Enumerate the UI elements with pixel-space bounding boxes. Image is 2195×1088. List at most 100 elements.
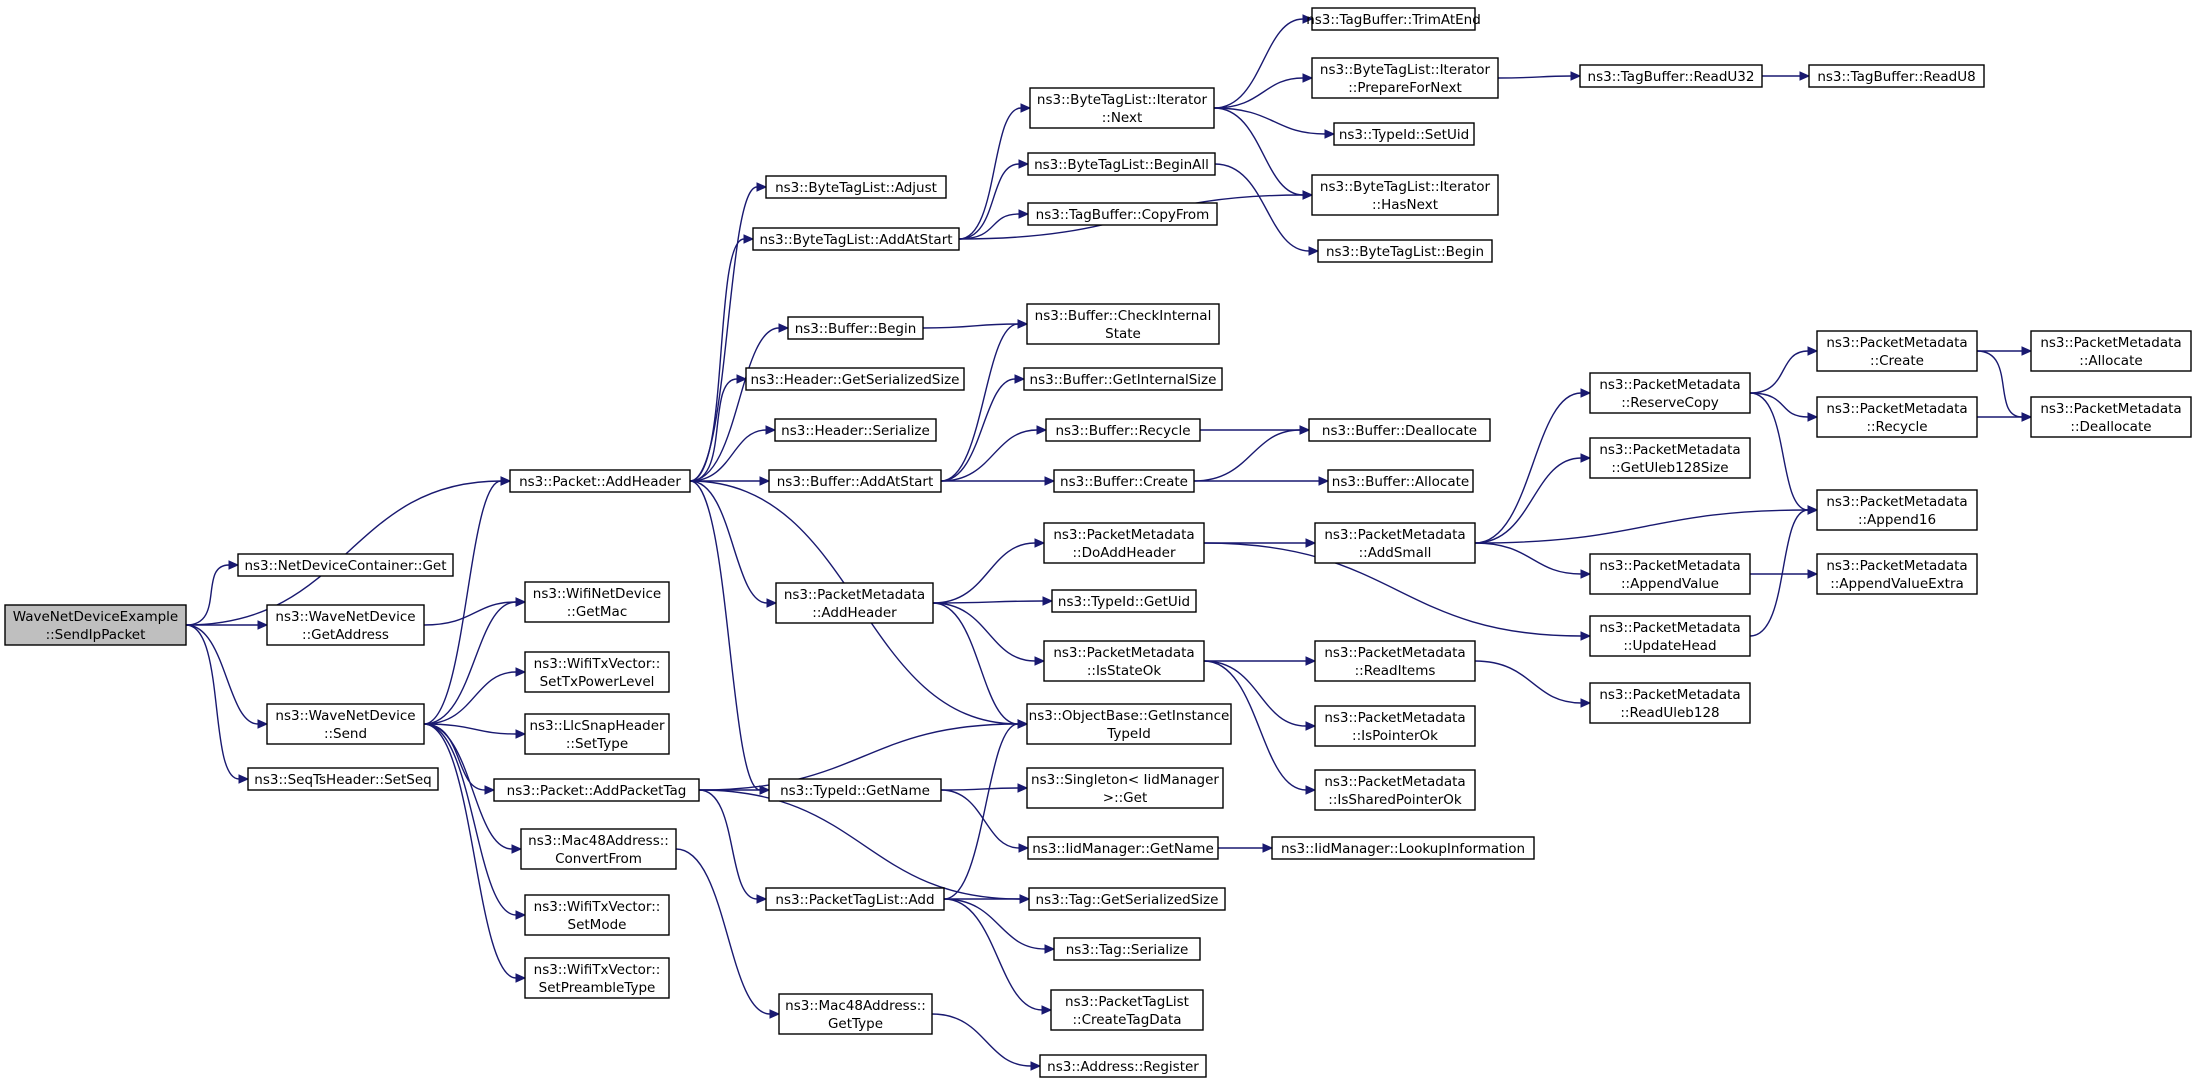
node-label: ::IsSharedPointerOk xyxy=(1328,792,1462,808)
node-ns3-mac48address-convertfrom[interactable]: ns3::Mac48Address::ConvertFrom xyxy=(520,828,677,870)
node-ns3-bytetaglist-iterator-preparefornext[interactable]: ns3::ByteTagList::Iterator::PrepareForNe… xyxy=(1311,57,1499,99)
node-ns3-wavenetdevice-getaddress[interactable]: ns3::WaveNetDevice::GetAddress xyxy=(266,604,425,646)
edge-n40-n42 xyxy=(1976,346,2033,356)
node-ns3-seqtsheader-setseq[interactable]: ns3::SeqTsHeader::SetSeq xyxy=(247,767,439,791)
node-ns3-packetmetadata-doaddheader[interactable]: ns3::PacketMetadata::DoAddHeader xyxy=(1043,522,1205,564)
node-ns3-buffer-getinternalsize[interactable]: ns3::Buffer::GetInternalSize xyxy=(1023,367,1223,391)
node-ns3-tagbuffer-trimatend[interactable]: ns3::TagBuffer::TrimAtEnd xyxy=(1306,7,1481,31)
node-label: ::Next xyxy=(1102,110,1143,126)
node-ns3-llcsnapheader-settype[interactable]: ns3::LlcSnapHeader::SetType xyxy=(524,713,670,755)
node-box xyxy=(1027,836,1219,860)
node-ns3-packetmetadata-create[interactable]: ns3::PacketMetadata::Create xyxy=(1816,330,1978,372)
node-box xyxy=(1026,703,1232,745)
node-ns3-bytetaglist-iterator-hasnext[interactable]: ns3::ByteTagList::Iterator::HasNext xyxy=(1311,174,1499,216)
node-ns3-header-getserializedsize[interactable]: ns3::Header::GetSerializedSize xyxy=(745,367,965,391)
node-ns3-wavenetdevice-send[interactable]: ns3::WaveNetDevice::Send xyxy=(266,703,425,745)
node-ns3-iidmanager-getname[interactable]: ns3::IidManager::GetName xyxy=(1027,836,1219,860)
node-ns3-packetmetadata-append16[interactable]: ns3::PacketMetadata::Append16 xyxy=(1816,489,1978,531)
node-ns3-mac48address-gettype[interactable]: ns3::Mac48Address::GetType xyxy=(778,993,933,1035)
node-ns3-packetmetadata-allocate[interactable]: ns3::PacketMetadata::Allocate xyxy=(2030,330,2192,372)
node-ns3-packetmetadata-ispointerok[interactable]: ns3::PacketMetadata::IsPointerOk xyxy=(1314,705,1476,747)
node-label: SetPreambleType xyxy=(539,980,656,996)
node-ns3-packetmetadata-recycle[interactable]: ns3::PacketMetadata::Recycle xyxy=(1816,396,1978,438)
node-box xyxy=(1311,7,1476,31)
node-ns3-packetmetadata-getuleb128size[interactable]: ns3::PacketMetadata::GetUleb128Size xyxy=(1589,437,1751,479)
edge-n11-n25 xyxy=(940,319,1029,482)
node-ns3-bytetaglist-addatstart[interactable]: ns3::ByteTagList::AddAtStart xyxy=(752,227,960,251)
node-label: ns3::LlcSnapHeader xyxy=(529,718,665,734)
node-ns3-packetmetadata-appendvalueextra[interactable]: ns3::PacketMetadata::AppendValueExtra xyxy=(1816,553,1978,595)
node-ns3-packetmetadata-addheader[interactable]: ns3::PacketMetadata::AddHeader xyxy=(775,582,934,624)
node-ns3-tag-getserializedsize[interactable]: ns3::Tag::GetSerializedSize xyxy=(1028,887,1226,911)
edge-n0-n1 xyxy=(185,476,512,626)
node-label: ns3::IidManager::LookupInformation xyxy=(1281,841,1525,857)
node-label: ns3::Buffer::Begin xyxy=(795,321,917,337)
node-ns3-wifinetdevice-getmac[interactable]: ns3::WifiNetDevice::GetMac xyxy=(524,581,670,623)
node-label: ns3::PacketMetadata xyxy=(1599,620,1740,636)
node-ns3-address-register[interactable]: ns3::Address::Register xyxy=(1039,1054,1207,1078)
node-ns3-typeid-getuid[interactable]: ns3::TypeId::GetUid xyxy=(1051,589,1197,613)
node-box xyxy=(745,367,965,391)
node-ns3-packetmetadata-appendvalue[interactable]: ns3::PacketMetadata::AppendValue xyxy=(1589,553,1751,595)
node-box xyxy=(1589,372,1751,414)
node-ns3-header-serialize[interactable]: ns3::Header::Serialize xyxy=(774,418,937,442)
node-ns3-bytetaglist-iterator-next[interactable]: ns3::ByteTagList::Iterator::Next xyxy=(1029,87,1215,129)
node-ns3-packetmetadata-addsmall[interactable]: ns3::PacketMetadata::AddSmall xyxy=(1314,522,1476,564)
edge-n1-n8 xyxy=(689,323,790,482)
node-ns3-buffer-addatstart[interactable]: ns3::Buffer::AddAtStart xyxy=(768,469,942,493)
edge-n33-n45 xyxy=(1204,656,1317,666)
node-label: ns3::TagBuffer::ReadU32 xyxy=(1588,69,1755,85)
node-label: ::AppendValue xyxy=(1621,576,1719,592)
node-box xyxy=(1050,989,1204,1031)
node-label: SetTxPowerLevel xyxy=(540,674,655,690)
node-ns3-packetmetadata-issharedpointerok[interactable]: ns3::PacketMetadata::IsSharedPointerOk xyxy=(1314,769,1476,811)
node-ns3-singleton-iidmanager-get[interactable]: ns3::Singleton< IidManager >::Get xyxy=(1026,767,1224,809)
node-label: ::Deallocate xyxy=(2070,419,2151,435)
node-ns3-buffer-begin[interactable]: ns3::Buffer::Begin xyxy=(787,316,924,340)
node-ns3-bytetaglist-beginall[interactable]: ns3::ByteTagList::BeginAll xyxy=(1027,152,1216,176)
node-ns3-packet-addheader[interactable]: ns3::Packet::AddHeader xyxy=(509,469,691,493)
node-ns3-bytetaglist-begin[interactable]: ns3::ByteTagList::Begin xyxy=(1317,239,1493,263)
edge-n36-n41 xyxy=(1749,392,1819,422)
node-ns3-typeid-setuid[interactable]: ns3::TypeId::SetUid xyxy=(1333,122,1475,146)
node-ns3-tagbuffer-readu32[interactable]: ns3::TagBuffer::ReadU32 xyxy=(1579,64,1763,88)
node-ns3-netdevicecontainer-get[interactable]: ns3::NetDeviceContainer::Get xyxy=(237,553,454,577)
node-ns3-buffer-recycle[interactable]: ns3::Buffer::Recycle xyxy=(1045,418,1201,442)
node-ns3-iidmanager-lookupinformation[interactable]: ns3::IidManager::LookupInformation xyxy=(1271,836,1535,860)
node-ns3-typeid-getname[interactable]: ns3::TypeId::GetName xyxy=(768,778,942,802)
node-ns3-tag-serialize[interactable]: ns3::Tag::Serialize xyxy=(1053,937,1201,961)
node-ns3-packet-addpackettag[interactable]: ns3::Packet::AddPacketTag xyxy=(493,778,700,802)
edge-n36-n40 xyxy=(1749,346,1819,394)
node-ns3-buffer-create[interactable]: ns3::Buffer::Create xyxy=(1053,469,1195,493)
node-box xyxy=(237,553,454,577)
node-ns3-packetmetadata-isstateok[interactable]: ns3::PacketMetadata::IsStateOk xyxy=(1043,640,1205,682)
node-ns3-wifitxvector-setmode[interactable]: ns3::WifiTxVector::SetMode xyxy=(524,894,670,936)
node-ns3-packetmetadata-deallocate[interactable]: ns3::PacketMetadata::Deallocate xyxy=(2030,396,2192,438)
edge-n12-n32 xyxy=(932,596,1054,606)
node-label: WaveNetDeviceExample xyxy=(13,609,179,625)
node-wavenetdeviceexample-sendippacket[interactable]: WaveNetDeviceExample::SendIpPacket xyxy=(4,604,187,646)
node-ns3-bytetaglist-adjust[interactable]: ns3::ByteTagList::Adjust xyxy=(765,175,947,199)
node-label: ns3::ByteTagList::Adjust xyxy=(775,180,937,196)
node-label: ns3::ByteTagList::Begin xyxy=(1326,244,1484,260)
node-ns3-wifitxvector-settxpowerlevel[interactable]: ns3::WifiTxVector::SetTxPowerLevel xyxy=(524,651,670,693)
node-box xyxy=(1045,418,1201,442)
node-ns3-packetmetadata-updatehead[interactable]: ns3::PacketMetadata::UpdateHead xyxy=(1589,615,1751,657)
node-ns3-packetmetadata-readitems[interactable]: ns3::PacketMetadata::ReadItems xyxy=(1314,640,1476,682)
node-ns3-buffer-allocate[interactable]: ns3::Buffer::Allocate xyxy=(1327,469,1474,493)
node-ns3-tagbuffer-readu8[interactable]: ns3::TagBuffer::ReadU8 xyxy=(1808,64,1985,88)
node-ns3-packettaglist-createtagdata[interactable]: ns3::PacketTagList::CreateTagData xyxy=(1050,989,1204,1031)
node-label: ns3::PacketMetadata xyxy=(1826,494,1967,510)
edge-n59-n61 xyxy=(943,898,1056,954)
edge-n63-n64 xyxy=(931,1013,1042,1071)
edge-n4-n1 xyxy=(423,476,512,725)
node-ns3-buffer-deallocate[interactable]: ns3::Buffer::Deallocate xyxy=(1308,418,1491,442)
node-ns3-wifitxvector-setpreambletype[interactable]: ns3::WifiTxVector::SetPreambleType xyxy=(524,957,670,999)
node-ns3-packettaglist-add[interactable]: ns3::PacketTagList::Add xyxy=(765,887,945,911)
node-ns3-packetmetadata-reservecopy[interactable]: ns3::PacketMetadata::ReserveCopy xyxy=(1589,372,1751,414)
node-ns3-packetmetadata-readuleb128[interactable]: ns3::PacketMetadata::ReadUleb128 xyxy=(1589,682,1751,724)
node-label: ::UpdateHead xyxy=(1623,638,1716,654)
node-ns3-tagbuffer-copyfrom[interactable]: ns3::TagBuffer::CopyFrom xyxy=(1027,202,1218,226)
